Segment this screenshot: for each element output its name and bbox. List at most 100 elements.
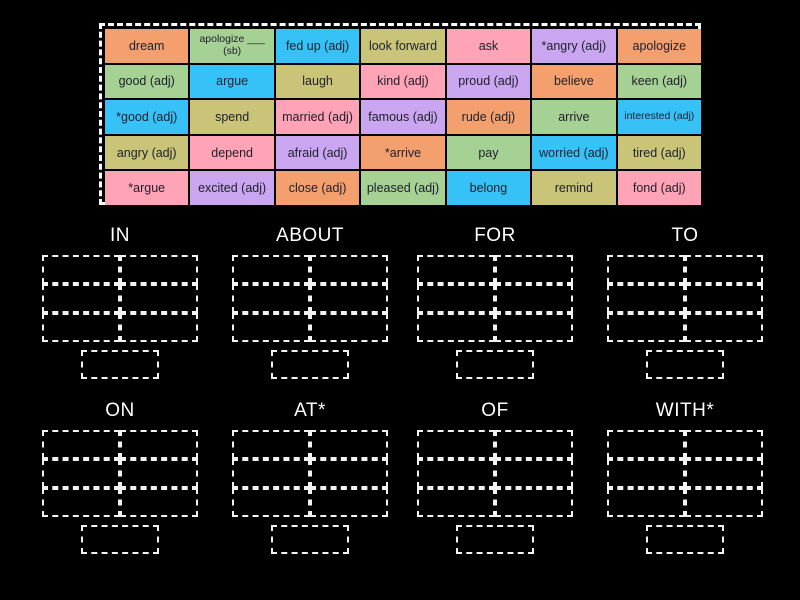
drop-slot[interactable] [42,488,120,517]
drop-slot[interactable] [495,430,573,459]
drop-slot[interactable] [310,255,388,284]
drop-group-label: FOR [474,225,516,246]
drop-slot[interactable] [646,525,724,554]
word-tile[interactable]: close (adj) [275,171,360,205]
drop-group: ABOUT [215,223,405,379]
word-tile[interactable]: remind [532,171,616,205]
word-tile[interactable]: *arrive [361,135,445,170]
word-tile[interactable]: tired (adj) [617,135,701,170]
drop-slot[interactable] [456,350,534,379]
drop-slot[interactable] [685,284,763,313]
drop-slot[interactable] [120,488,198,517]
word-tile[interactable]: pleased (adj) [361,171,445,205]
drop-slot[interactable] [607,459,685,488]
word-tile[interactable]: spend [190,100,274,134]
drop-group-label: ON [105,400,135,421]
word-tile[interactable]: married (adj) [275,100,360,134]
drop-slot[interactable] [685,255,763,284]
drop-slot[interactable] [607,313,685,342]
drop-slot[interactable] [120,255,198,284]
word-tile[interactable]: famous (adj) [361,100,445,134]
drop-group-label: IN [110,225,130,246]
drop-slot[interactable] [120,284,198,313]
word-tile[interactable]: interested (adj) [617,100,701,134]
drop-slot[interactable] [232,488,310,517]
word-tile[interactable]: *argue [105,171,189,205]
word-tile[interactable]: apologize ___ (sb) [190,29,274,63]
drop-slot[interactable] [120,430,198,459]
word-tile[interactable]: laugh [275,64,360,99]
drop-slot[interactable] [685,488,763,517]
word-tile[interactable]: good (adj) [105,64,189,99]
word-tile[interactable]: worried (adj) [532,135,616,170]
drop-slot[interactable] [81,525,159,554]
drop-slot[interactable] [42,459,120,488]
drop-slot[interactable] [120,313,198,342]
word-tile[interactable]: fed up (adj) [275,29,360,63]
drop-group: OF [400,398,590,554]
drop-slot-last-row [590,350,780,379]
word-tile[interactable]: rude (adj) [446,100,531,134]
word-tile[interactable]: proud (adj) [446,64,531,99]
drop-slot[interactable] [81,350,159,379]
drop-slot[interactable] [607,430,685,459]
drop-slot[interactable] [685,430,763,459]
word-tile[interactable]: believe [532,64,616,99]
word-tile[interactable]: ask [446,29,531,63]
drop-slot[interactable] [310,430,388,459]
drop-slot[interactable] [607,284,685,313]
word-tile[interactable]: dream [105,29,189,63]
drop-slot[interactable] [607,255,685,284]
drop-slot[interactable] [685,459,763,488]
drop-slot[interactable] [417,459,495,488]
drop-slot[interactable] [495,313,573,342]
drop-group-label: ABOUT [276,225,344,246]
word-tile[interactable]: *angry (adj) [532,29,616,63]
drop-slot[interactable] [685,313,763,342]
drop-slot[interactable] [232,313,310,342]
word-tile[interactable]: fond (adj) [617,171,701,205]
drop-slot[interactable] [42,284,120,313]
word-tile[interactable]: arrive [532,100,616,134]
word-tile[interactable]: apologize [617,29,701,63]
word-tile[interactable]: belong [446,171,531,205]
drop-slot[interactable] [42,430,120,459]
word-tile[interactable]: pay [446,135,531,170]
drop-slot-grid [25,255,215,342]
drop-slot[interactable] [495,488,573,517]
drop-slot[interactable] [310,459,388,488]
drop-slot[interactable] [310,284,388,313]
drop-slot[interactable] [232,255,310,284]
drop-slot[interactable] [417,430,495,459]
drop-slot[interactable] [456,525,534,554]
word-tile[interactable]: afraid (adj) [275,135,360,170]
drop-slot[interactable] [417,255,495,284]
drop-slot[interactable] [310,313,388,342]
word-tile[interactable]: excited (adj) [190,171,274,205]
drop-slot[interactable] [417,284,495,313]
word-tile[interactable]: *good (adj) [105,100,189,134]
drop-slot[interactable] [495,459,573,488]
drop-slot[interactable] [271,350,349,379]
drop-slot[interactable] [232,459,310,488]
drop-slot[interactable] [495,284,573,313]
drop-slot[interactable] [232,284,310,313]
drop-slot[interactable] [271,525,349,554]
drop-slot[interactable] [120,459,198,488]
drop-slot[interactable] [646,350,724,379]
drop-slot[interactable] [232,430,310,459]
drop-slot[interactable] [607,488,685,517]
word-tile[interactable]: keen (adj) [617,64,701,99]
drop-slot[interactable] [417,488,495,517]
word-tile[interactable]: argue [190,64,274,99]
drop-slot[interactable] [42,313,120,342]
word-tile[interactable]: kind (adj) [361,64,445,99]
drop-slot[interactable] [495,255,573,284]
word-tile[interactable]: look forward [361,29,445,63]
drop-group-label: AT* [294,400,326,421]
word-tile[interactable]: angry (adj) [105,135,189,170]
drop-slot[interactable] [310,488,388,517]
drop-slot[interactable] [417,313,495,342]
drop-slot[interactable] [42,255,120,284]
word-tile[interactable]: depend [190,135,274,170]
